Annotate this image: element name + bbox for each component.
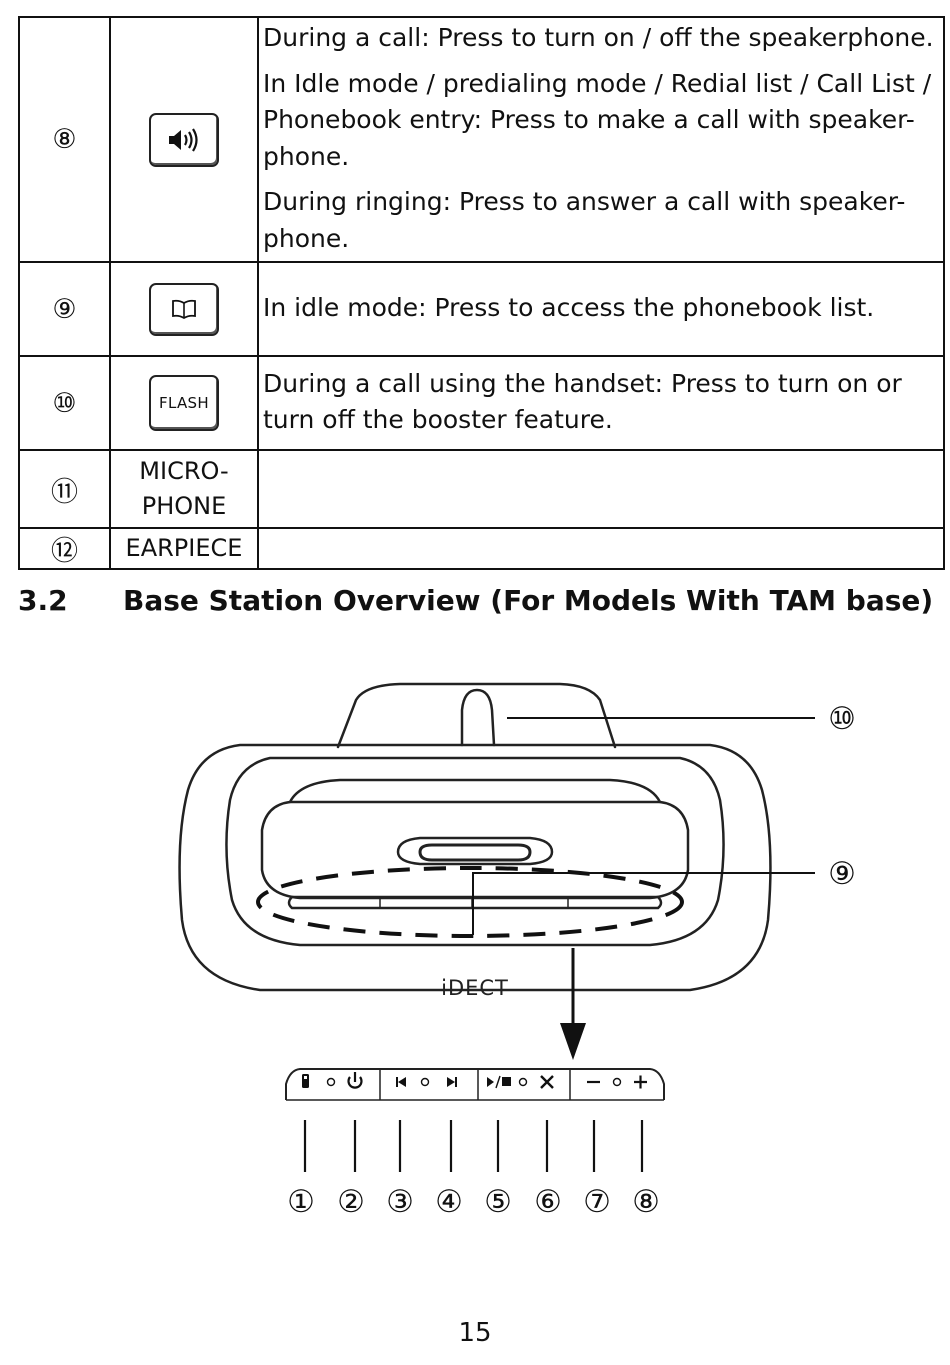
callout-3: ③ — [386, 1184, 414, 1220]
section-heading: 3.2 Base Station Overview (For Models Wit… — [18, 584, 933, 617]
speakerphone-icon — [169, 127, 198, 152]
row-number: ⑧ — [18, 16, 111, 263]
callout-7: ⑦ — [583, 1184, 611, 1220]
zoom-arrow — [560, 948, 586, 1060]
skip-forward-icon — [447, 1077, 457, 1087]
table-row: ⑩ FLASH During a call using the handset:… — [18, 355, 945, 451]
earpiece-label: EARPIECE — [109, 527, 259, 570]
flash-key: FLASH — [149, 375, 219, 431]
base-body — [178, 743, 772, 992]
callout-4: ④ — [435, 1184, 463, 1220]
control-panel — [285, 1068, 665, 1101]
table-row: ⑪ MICRO- PHONE — [18, 449, 945, 529]
delete-icon — [540, 1075, 554, 1089]
row-description: During a call: Press to turn on / off th… — [257, 16, 945, 263]
row-number: ⑨ — [18, 261, 111, 357]
charging-contact — [460, 688, 496, 747]
callout-9: ⑨ — [828, 856, 856, 892]
key-function-table: ⑧ During a call: Press to turn on / off … — [18, 16, 945, 570]
callout-5: ⑤ — [484, 1184, 512, 1220]
table-row: ⑨ In idle mode: Press to access the phon… — [18, 261, 945, 357]
row-description — [257, 449, 945, 529]
power-icon — [347, 1072, 363, 1089]
flash-key-label: FLASH — [159, 393, 209, 412]
button-strip — [287, 895, 663, 910]
callout-10: ⑩ — [828, 701, 856, 737]
volume-up-icon — [634, 1075, 647, 1089]
table-row: ⑧ During a call: Press to turn on / off … — [18, 16, 945, 263]
callout-2: ② — [337, 1184, 365, 1220]
page-number: 15 — [458, 1318, 492, 1348]
microphone-label: PHONE — [141, 492, 227, 520]
row-number: ⑫ — [18, 527, 111, 570]
brand-logo: iDECT — [441, 976, 509, 1000]
play-stop-icon — [487, 1075, 511, 1089]
row-description: In idle mode: Press to access the phoneb… — [257, 261, 945, 357]
microphone-label: MICRO- — [139, 457, 229, 485]
phonebook-key — [149, 282, 219, 336]
row-number: ⑪ — [18, 449, 111, 529]
callout-1: ① — [287, 1184, 315, 1220]
row-description: During a call using the handset: Press t… — [257, 355, 945, 451]
table-row: ⑫ EARPIECE — [18, 527, 945, 570]
phonebook-icon — [172, 299, 196, 320]
handset-cradle — [336, 682, 617, 749]
section-number: 3.2 — [18, 584, 68, 617]
skip-back-icon — [396, 1077, 406, 1087]
section-title: Base Station Overview (For Models With T… — [123, 584, 934, 617]
callout-8: ⑧ — [632, 1184, 660, 1220]
handset-icon — [302, 1074, 309, 1088]
row-description — [257, 527, 945, 570]
callout-6: ⑥ — [534, 1184, 562, 1220]
base-station-diagram: iDECT ⑩ ⑨ ① ② ③ ④ ⑤ ⑥ ⑦ ⑧ — [178, 682, 856, 1220]
speakerphone-key — [149, 112, 219, 167]
button-area-highlight — [256, 866, 684, 938]
row-number: ⑩ — [18, 355, 111, 451]
